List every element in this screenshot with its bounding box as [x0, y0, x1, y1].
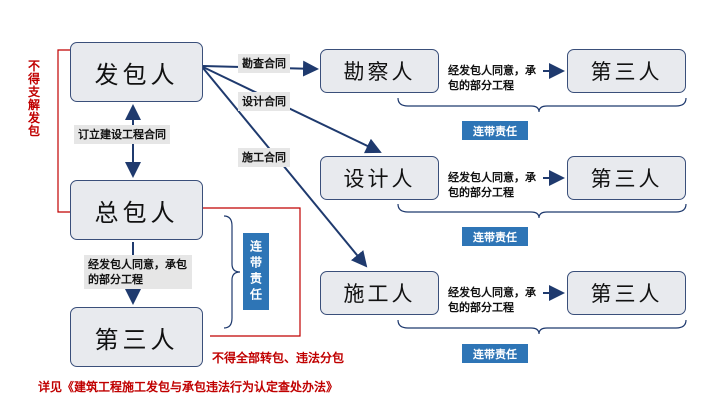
red-bracket-left [57, 49, 70, 213]
node-employer: 发包人 [70, 42, 203, 102]
brace-construct [397, 319, 687, 335]
warning-no-subcontract: 不得全部转包、违法分包 [212, 351, 345, 365]
node-third-party-left: 第三人 [70, 307, 203, 367]
brace-left [223, 215, 241, 329]
badge-joint-liability-left: 连带责任 [243, 233, 269, 310]
label-general-contract: 订立建设工程合同 [74, 125, 170, 144]
label-left-subcontract: 经发包人同意，承包的部分工程 [84, 255, 192, 289]
red-bracket-right [203, 207, 301, 337]
node-third-party-design: 第三人 [567, 156, 686, 200]
badge-joint-liability-survey: 连带责任 [462, 121, 528, 140]
node-designer: 设计人 [320, 156, 439, 200]
node-surveyor: 勘察人 [320, 49, 439, 93]
badge-joint-liability-design: 连带责任 [462, 227, 528, 246]
label-construction-contract: 施工合同 [238, 148, 290, 167]
node-general-contractor: 总包人 [70, 180, 203, 240]
warning-reference: 详见《建筑工程施工发包与承包违法行为认定查处办法》 [38, 380, 339, 394]
brace-survey [397, 97, 687, 113]
label-design-contract: 设计合同 [238, 92, 290, 111]
note-design-subcontract: 经发包人同意，承包的部分工程 [448, 171, 536, 199]
warning-no-dissolve: 不得支解发包 [28, 59, 41, 138]
note-construct-subcontract: 经发包人同意，承包的部分工程 [448, 286, 536, 314]
arrow-design [202, 66, 382, 154]
brace-design [397, 203, 687, 219]
node-third-party-survey: 第三人 [567, 49, 686, 93]
note-survey-subcontract: 经发包人同意，承包的部分工程 [448, 64, 536, 92]
arrow-construct [202, 67, 368, 268]
badge-joint-liability-construct: 连带责任 [462, 344, 528, 363]
label-survey-contract: 勘查合同 [238, 54, 290, 73]
node-constructor: 施工人 [320, 271, 439, 315]
node-third-party-construct: 第三人 [567, 271, 686, 315]
